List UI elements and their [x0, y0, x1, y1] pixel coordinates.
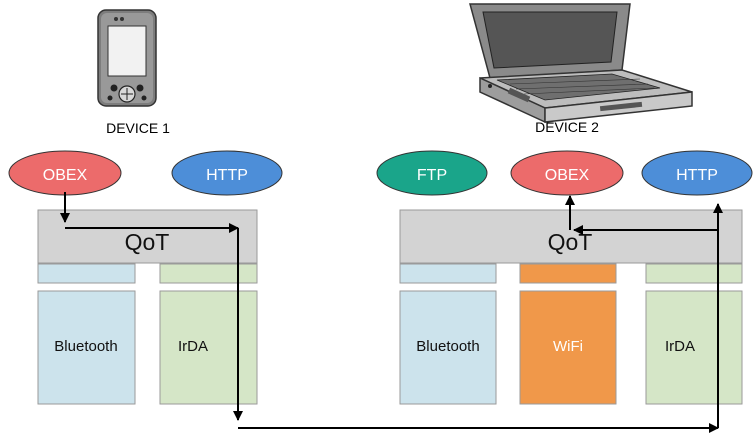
device-1-bluetooth-box [37, 290, 136, 405]
data-flow-arrow [60, 192, 723, 433]
device-2-bluetooth-label: Bluetooth [416, 338, 479, 355]
device-2-bluetooth-box [399, 290, 497, 405]
device-2-qot-label: QoT [548, 229, 593, 255]
device-2-bluetooth-strip [399, 263, 497, 284]
device-2-irda-label: IrDA [665, 338, 695, 355]
laptop-icon [469, 3, 693, 124]
pda-icon [97, 9, 157, 107]
device-1-bluetooth-strip [37, 263, 136, 284]
device-2-wifi-label: WiFi [553, 338, 583, 355]
device-2-ftp-label: FTP [417, 167, 447, 184]
device-1-label: DEVICE 1 [106, 120, 170, 136]
device-1-irda-box [159, 290, 258, 405]
device-1-http-label: HTTP [206, 167, 248, 184]
device-1-qot-layer [37, 209, 258, 264]
device-1-bluetooth-label: Bluetooth [54, 338, 117, 355]
device-1-http-ellipse [171, 150, 283, 196]
device-2-http-label: HTTP [676, 167, 718, 184]
device-1-irda-strip [159, 263, 258, 284]
device-2-label: DEVICE 2 [535, 119, 599, 135]
device-2-wifi-box [519, 290, 617, 405]
device-2-irda-strip [645, 263, 743, 284]
device-1-obex-label: OBEX [43, 167, 88, 184]
device-2-http-ellipse [641, 150, 753, 196]
device-1-irda-label: IrDA [178, 338, 208, 355]
device-2-wifi-strip [519, 263, 617, 284]
device-2-irda-box [645, 290, 743, 405]
device-2-ftp-ellipse [376, 150, 488, 196]
device-2-obex-label: OBEX [545, 167, 590, 184]
device-1-qot-label: QoT [125, 229, 170, 255]
